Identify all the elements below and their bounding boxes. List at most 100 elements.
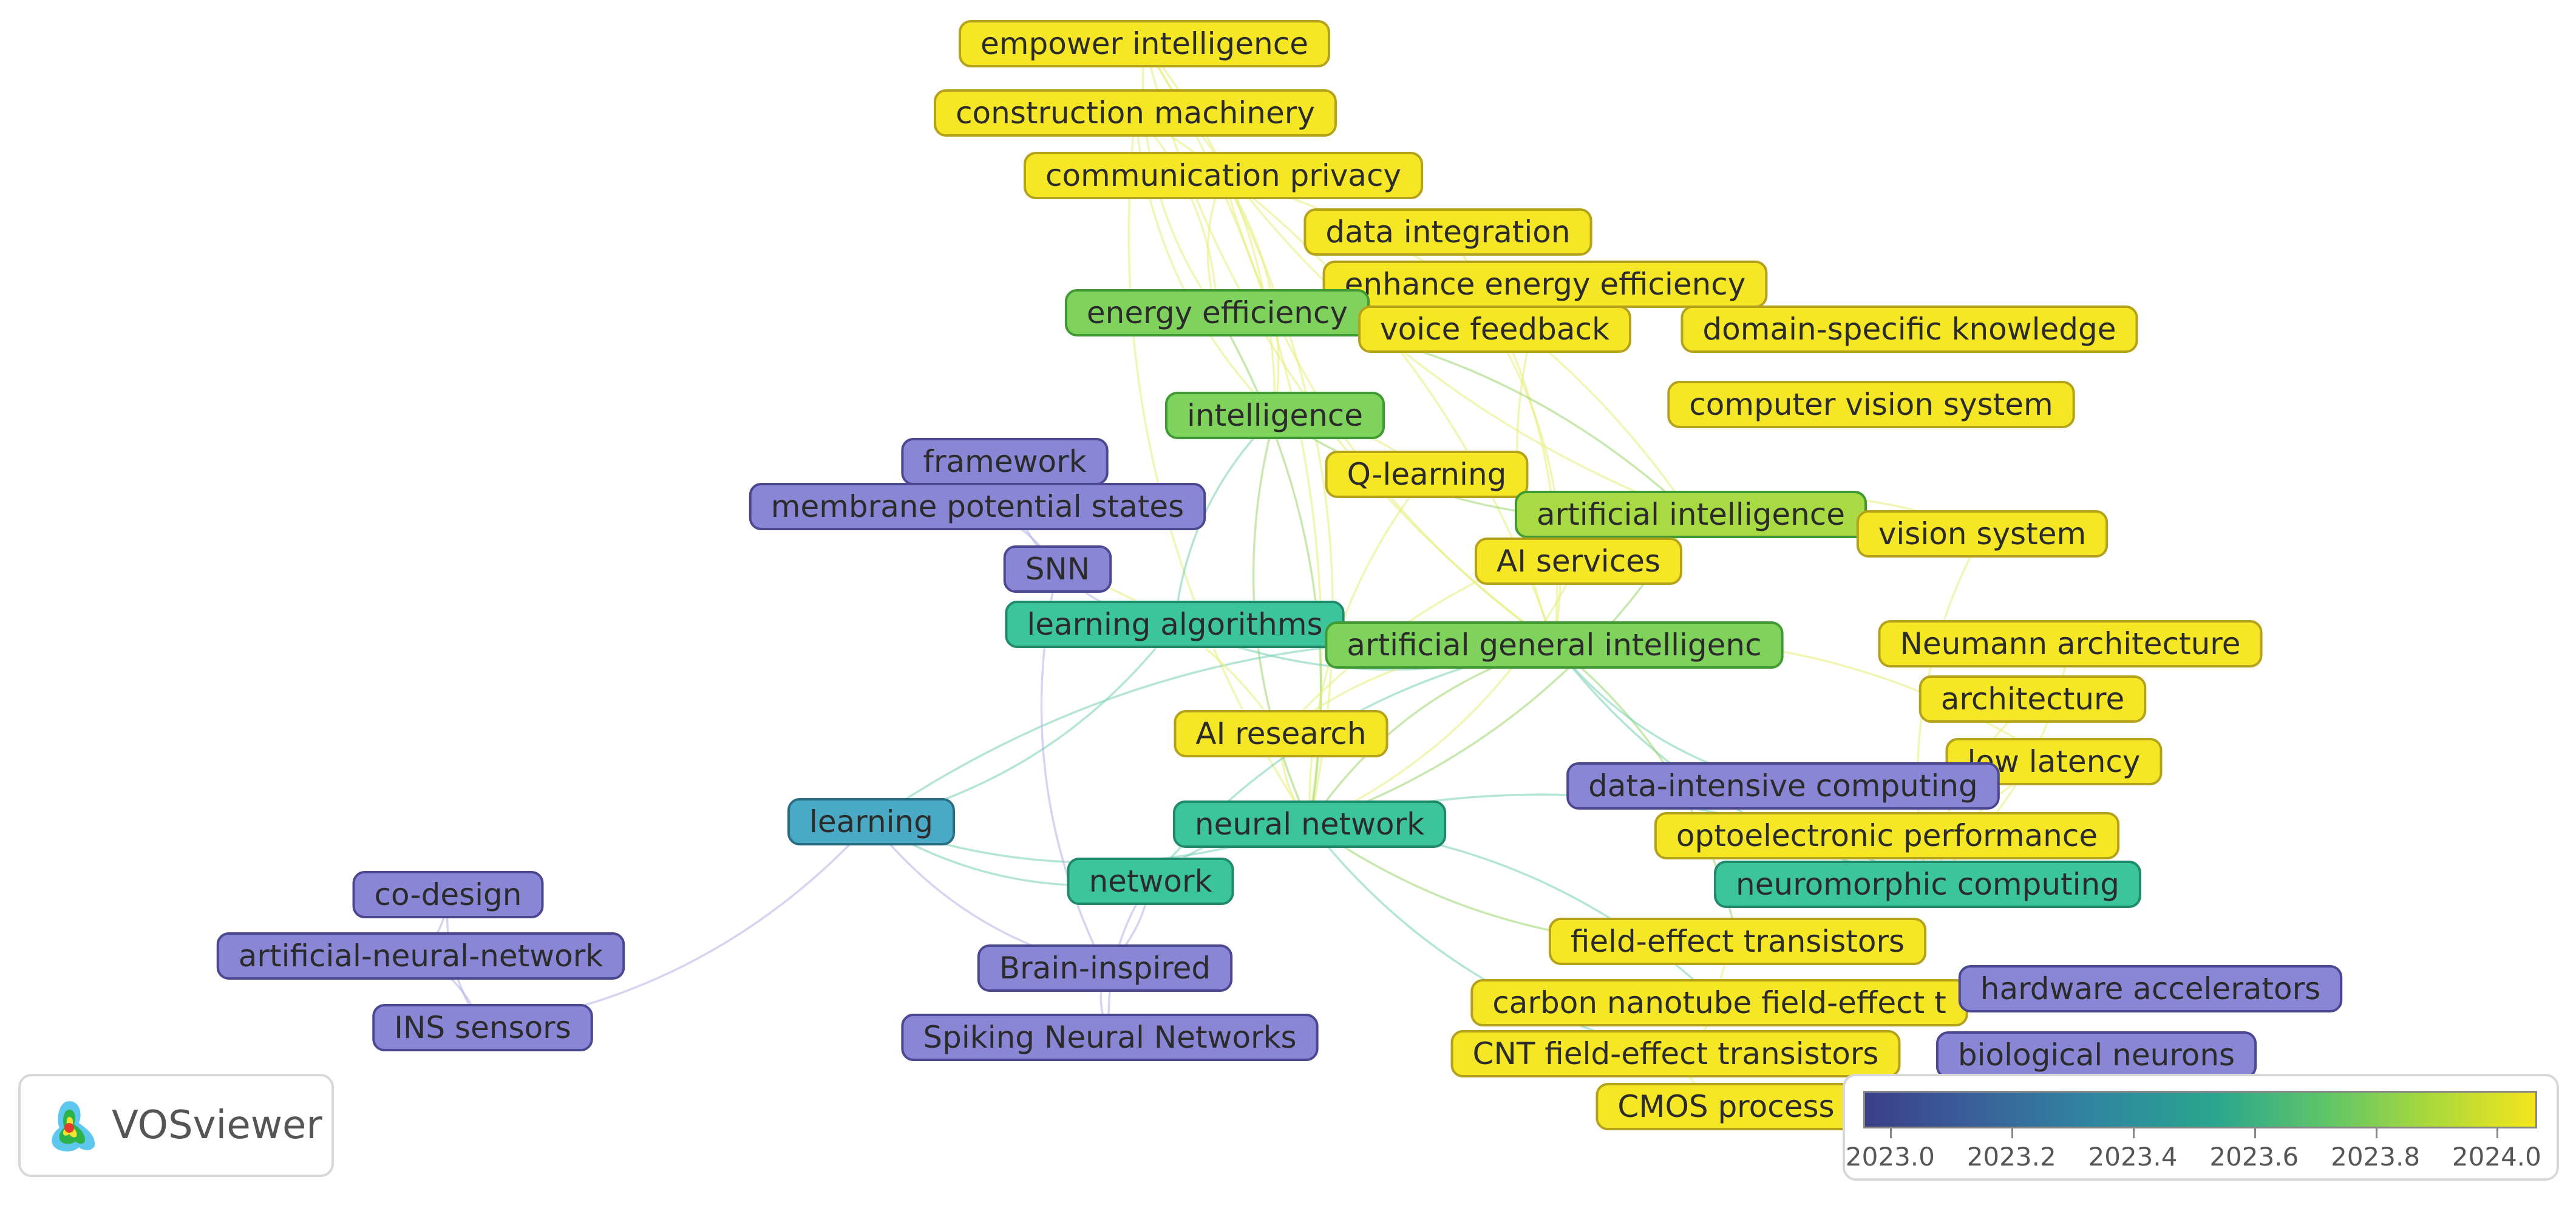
node-label: learning (809, 804, 933, 839)
node-label: carbon nanotube field-effect t (1492, 985, 1946, 1020)
legend-tick-label: 2023.6 (2209, 1142, 2299, 1172)
node-learning-algorithms[interactable]: learning algorithms (1005, 601, 1345, 648)
node-construction-machinery[interactable]: construction machinery (934, 89, 1337, 137)
node-network[interactable]: network (1067, 858, 1234, 905)
node-q-learning[interactable]: Q-learning (1325, 451, 1529, 498)
node-co-design[interactable]: co-design (352, 871, 544, 918)
node-biological-neurons[interactable]: biological neurons (1935, 1031, 2257, 1079)
node-box (1958, 965, 2343, 1012)
network-link (1057, 568, 1282, 734)
node-box (372, 1004, 593, 1051)
node-box (1566, 762, 2000, 810)
node-enhance-energy-efficiency[interactable]: enhance energy efficiency (1322, 261, 1768, 308)
node-label: biological neurons (1958, 1037, 2235, 1073)
node-box (901, 1014, 1319, 1061)
node-artificial-neural-network[interactable]: artificial-neural-network (216, 932, 625, 980)
node-learning[interactable]: learning (787, 798, 955, 845)
node-label: field-effect transistors (1571, 924, 1905, 959)
color-scale-bar (1863, 1091, 2537, 1128)
legend-tick-label: 2023.2 (1966, 1142, 2056, 1172)
node-brain-inspired[interactable]: Brain-inspired (977, 944, 1233, 992)
legend-tick (2254, 1128, 2256, 1138)
node-artificial-intelligence[interactable]: artificial intelligence (1514, 491, 1867, 538)
node-label: architecture (1941, 681, 2125, 717)
node-box (749, 483, 1206, 530)
node-hardware-accelerators[interactable]: hardware accelerators (1958, 965, 2343, 1012)
legend-tick (2496, 1128, 2499, 1138)
node-ai-research[interactable]: AI research (1174, 710, 1388, 757)
node-box (1172, 800, 1447, 848)
node-carbon-nanotube-field-effect[interactable]: carbon nanotube field-effect t (1470, 979, 1968, 1026)
network-nodes: empower intelligence construction machine… (216, 20, 2343, 1130)
node-label: INS sensors (394, 1010, 571, 1045)
node-artificial-general-intelligence[interactable]: artificial general intelligenc (1325, 621, 1784, 669)
node-vision-system[interactable]: vision system (1856, 510, 2109, 558)
node-intelligence[interactable]: intelligence (1164, 392, 1385, 439)
node-energy-efficiency[interactable]: energy efficiency (1064, 289, 1370, 336)
vosviewer-brand: VOSviewer (18, 1074, 334, 1177)
node-snn[interactable]: SNN (1003, 545, 1112, 593)
node-box (352, 871, 544, 918)
vosviewer-logo-icon (52, 1101, 95, 1152)
node-computer-vision-system[interactable]: computer vision system (1667, 381, 2075, 428)
node-label: AI research (1195, 716, 1366, 751)
node-box (1878, 620, 2263, 667)
node-box (1325, 621, 1784, 669)
node-neuromorphic-computing[interactable]: neuromorphic computing (1714, 861, 2141, 908)
node-box (1067, 858, 1234, 905)
node-label: SNN (1025, 551, 1090, 587)
node-box (1003, 545, 1112, 593)
node-box (1548, 918, 1927, 965)
node-label: optoelectronic performance (1676, 818, 2098, 853)
legend-tick (2011, 1128, 2014, 1138)
node-cmos-process[interactable]: CMOS process (1596, 1083, 1857, 1130)
node-box (1358, 306, 1631, 353)
node-label: framework (923, 444, 1086, 479)
node-label: neuromorphic computing (1736, 867, 2119, 902)
node-cnt-field-effect-transistors[interactable]: CNT field-effect transistors (1450, 1030, 1901, 1077)
node-ins-sensors[interactable]: INS sensors (372, 1004, 593, 1051)
node-label: artificial general intelligenc (1347, 627, 1761, 663)
node-spiking-neural-networks[interactable]: Spiking Neural Networks (901, 1014, 1319, 1061)
node-field-effect-transistors[interactable]: field-effect transistors (1548, 918, 1927, 965)
node-box (1667, 381, 2075, 428)
node-ai-services[interactable]: AI services (1475, 538, 1682, 585)
node-neumann-architecture[interactable]: Neumann architecture (1878, 620, 2263, 667)
node-label: computer vision system (1689, 387, 2053, 422)
node-label: neural network (1195, 807, 1424, 842)
node-label: CNT field-effect transistors (1473, 1036, 1879, 1071)
node-architecture[interactable]: architecture (1918, 675, 2147, 723)
node-label: empower intelligence (980, 26, 1308, 61)
node-empower-intelligence[interactable]: empower intelligence (959, 20, 1330, 67)
legend-tick-label: 2023.4 (2088, 1142, 2178, 1172)
node-label: artificial intelligence (1537, 497, 1845, 532)
node-label: CMOS process (1617, 1089, 1834, 1124)
node-box (1681, 306, 2138, 353)
node-label: Spiking Neural Networks (923, 1020, 1296, 1055)
node-box (1475, 538, 1682, 585)
node-label: enhance energy efficiency (1345, 267, 1746, 302)
node-membrane-potential-states[interactable]: membrane potential states (749, 483, 1206, 530)
node-voice-feedback[interactable]: voice feedback (1358, 306, 1631, 353)
node-domain-specific-knowledge[interactable]: domain-specific knowledge (1681, 306, 2138, 353)
node-neural-network[interactable]: neural network (1172, 800, 1447, 848)
network-link (1174, 414, 1276, 625)
node-framework[interactable]: framework (901, 438, 1109, 485)
node-box (1164, 392, 1385, 439)
node-label: Brain-inspired (999, 951, 1211, 986)
node-box (1325, 451, 1529, 498)
node-label: communication privacy (1045, 158, 1401, 193)
node-label: Q-learning (1347, 457, 1507, 492)
node-label: Neumann architecture (1900, 626, 2240, 661)
node-label: hardware accelerators (1980, 971, 2320, 1006)
node-optoelectronic-performance[interactable]: optoelectronic performance (1654, 812, 2120, 859)
node-box (959, 20, 1330, 67)
node-data-intensive-computing[interactable]: data-intensive computing (1566, 762, 2000, 810)
node-data-integration[interactable]: data integration (1303, 208, 1592, 256)
node-box (1450, 1030, 1901, 1077)
node-communication-privacy[interactable]: communication privacy (1023, 152, 1424, 199)
node-box (1654, 812, 2120, 859)
legend-tick-label: 2023.8 (2331, 1142, 2421, 1172)
node-box (787, 798, 955, 845)
